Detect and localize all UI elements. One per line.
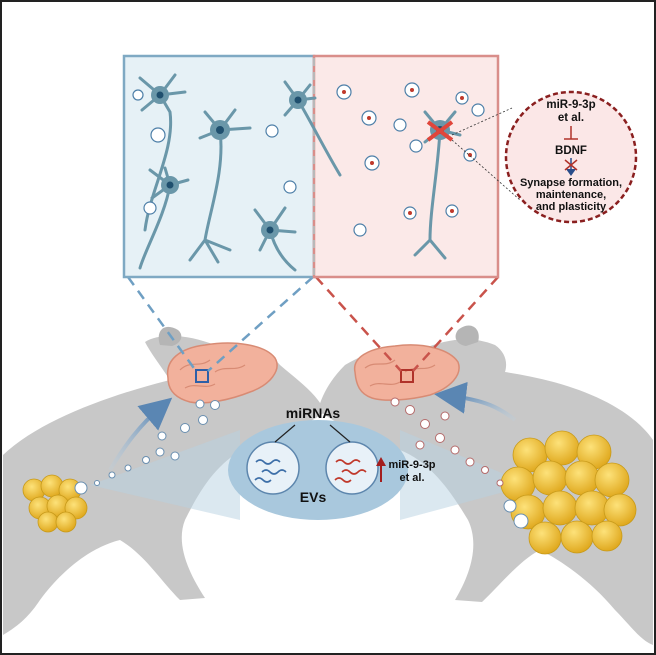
- callout-leader-top: [451, 107, 513, 136]
- healthy-evs: [132, 89, 297, 215]
- healthy-mirna-icon: [254, 459, 287, 483]
- callout-mirna-label: miR-9-3p: [546, 99, 595, 111]
- obese-brain-region-marker: [400, 369, 414, 383]
- mirna-connector-right: [329, 424, 351, 443]
- mechanism-callout: [504, 90, 638, 224]
- synapse-block-icon: [426, 120, 454, 142]
- upregulation-arrow-icon: [376, 457, 386, 482]
- obese-zoom-line-left: [315, 276, 402, 372]
- blocked-arrow-icon: [564, 158, 578, 176]
- obese-ev-sphere: [325, 441, 379, 495]
- disease-evs: [336, 82, 485, 237]
- healthy-neuron-nuclei: [156, 91, 302, 234]
- obese-mirna-icon: [334, 459, 367, 483]
- healthy-brain-region-marker: [195, 369, 209, 383]
- center-etal-label: et al.: [399, 472, 424, 484]
- obese-brain: [354, 344, 460, 401]
- callout-plasticity-label: and plasticity: [536, 201, 607, 213]
- obese-ev-beam: [400, 430, 530, 520]
- callout-bdnf-label: BDNF: [555, 145, 587, 157]
- obese-zoom-line-right: [412, 276, 499, 372]
- center-mirna-label: miR-9-3p: [388, 459, 435, 471]
- callout-maintenance-label: maintenance,: [536, 189, 606, 201]
- small-adipose-cluster: [22, 474, 88, 533]
- callout-leader-bottom: [451, 139, 521, 201]
- mirnas-label: miRNAs: [286, 405, 341, 421]
- healthy-zoom-line-right: [207, 276, 314, 372]
- mirna-connector-left: [274, 424, 296, 443]
- obese-transport-arrow: [434, 381, 517, 422]
- inhibition-icon: [564, 126, 578, 140]
- callout-etal-label: et al.: [558, 112, 584, 124]
- disease-ev-cargo: [342, 88, 472, 215]
- large-adipose-cluster: [500, 430, 637, 555]
- healthy-transport-arrow: [108, 397, 173, 472]
- callout-synapse-label: Synapse formation,: [520, 177, 622, 189]
- healthy-zoom-line-left: [126, 276, 198, 372]
- obese-ev-trail: [390, 397, 504, 487]
- healthy-brain: [166, 342, 278, 404]
- healthy-ev-beam: [90, 430, 240, 520]
- evs-label: EVs: [300, 489, 327, 505]
- healthy-ev-sphere: [246, 441, 300, 495]
- healthy-ev-trail: [94, 399, 220, 486]
